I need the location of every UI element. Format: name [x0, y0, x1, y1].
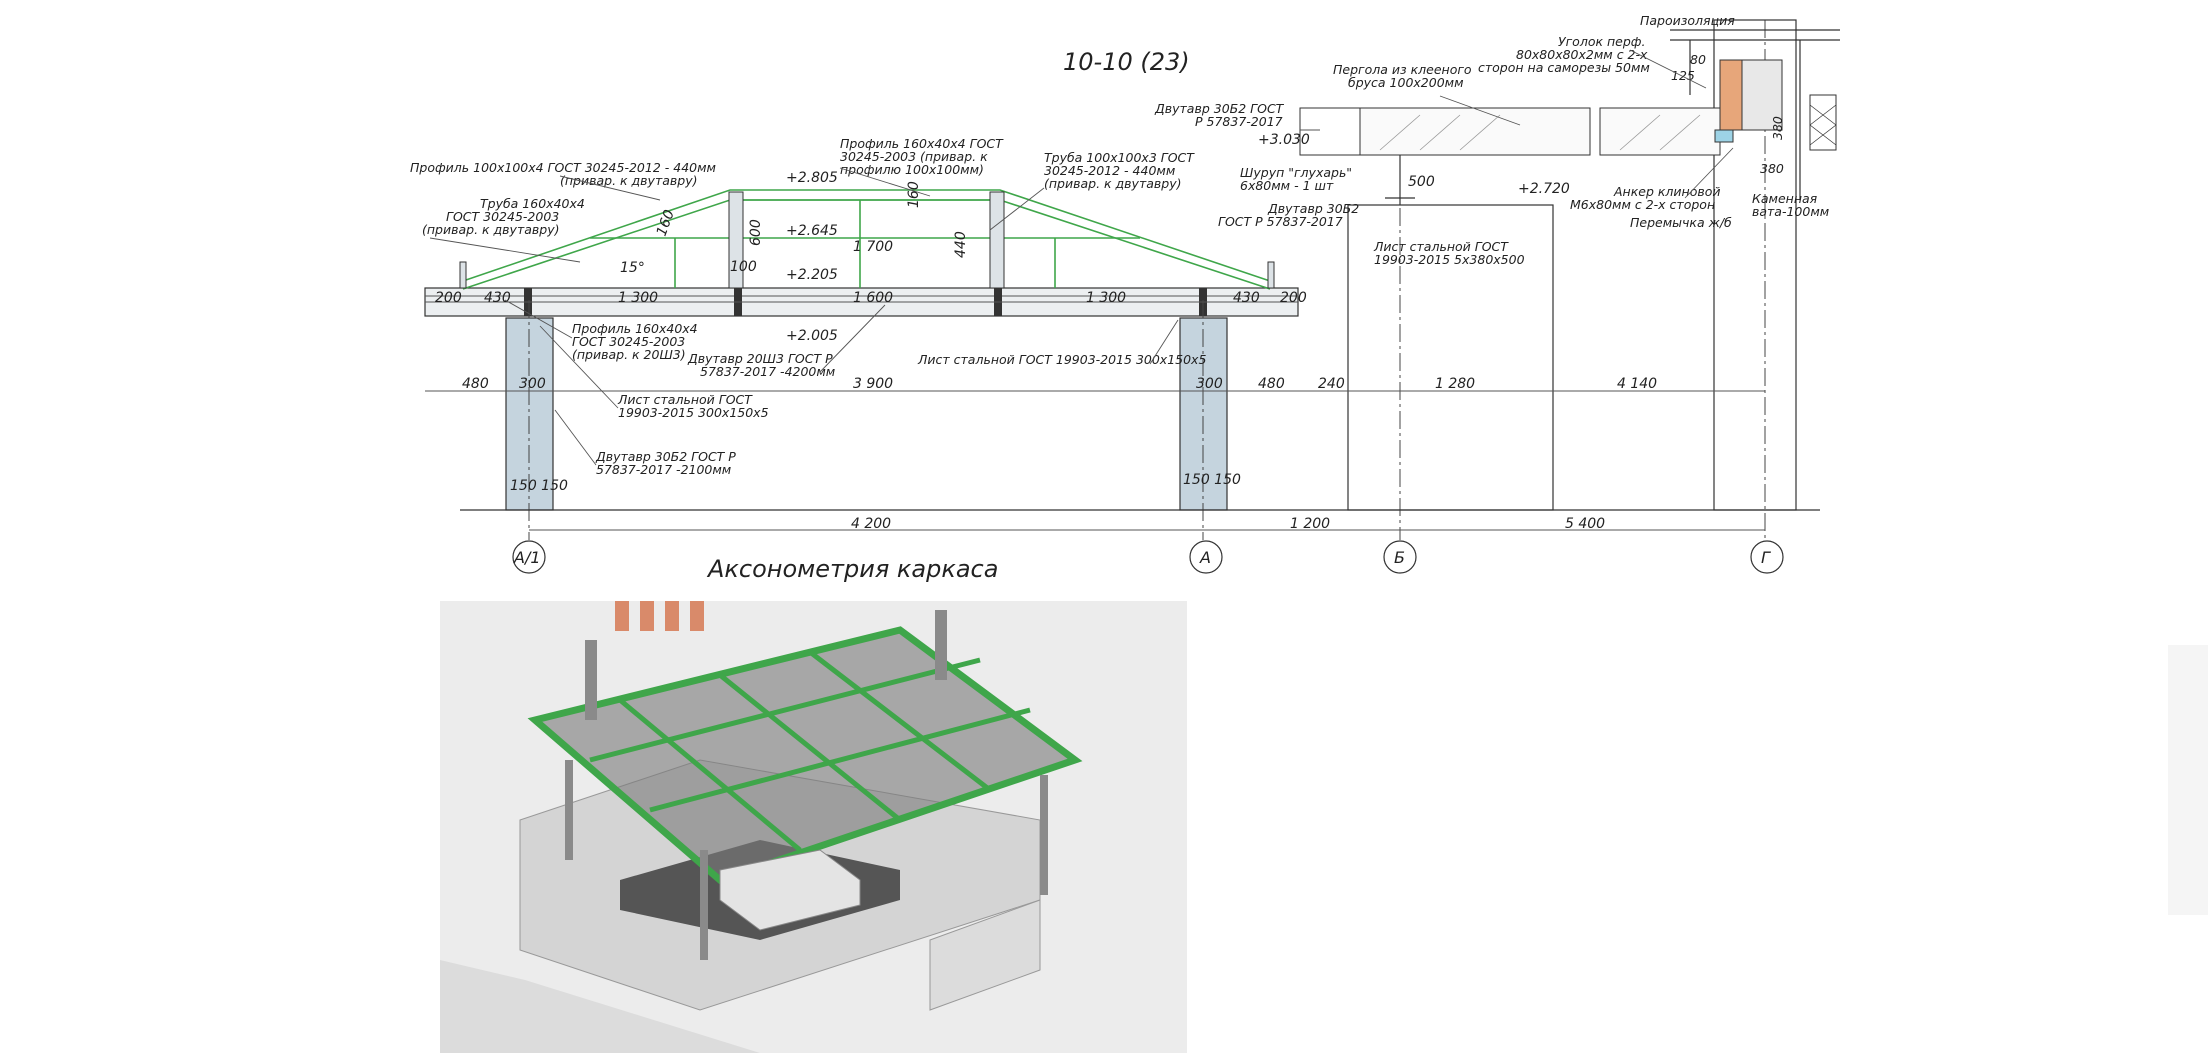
dim-col-a: 150 150 [1183, 472, 1241, 488]
top-dimensions: 200 430 1 300 1 600 1 300 430 200 [435, 290, 1307, 306]
note-16: Пароизоляция [1640, 13, 1735, 28]
columns [460, 19, 1820, 540]
dim-top-1: 200 [435, 290, 462, 306]
level-2205: +2.205 [786, 267, 838, 283]
dim-truss-160a: 160 [906, 181, 922, 208]
axis-b: Б [1394, 548, 1405, 567]
dim-top-6: 430 [1233, 290, 1260, 306]
note-18: Перемычка ж/б [1630, 215, 1732, 230]
dim-top-5: 1 300 [1086, 290, 1126, 306]
dim-truss-160b: 160 [654, 208, 678, 239]
dim-mid-8: 4 140 [1617, 376, 1657, 392]
dim-truss-1700: 1 700 [853, 239, 893, 255]
dim-mid-4: 300 [1196, 376, 1223, 392]
annotations: Профиль 100х100х4 ГОСТ 30245-2012 - 440м… [410, 13, 1829, 477]
level-2805: +2.805 [786, 170, 838, 186]
dim-detail-80: 80 [1690, 52, 1706, 67]
axis-a: А [1199, 548, 1211, 567]
dim-mid-7: 1 280 [1435, 376, 1475, 392]
axis-a1: А/1 [513, 548, 541, 567]
level-marks: +2.805 +2.645 +2.205 +2.005 +3.030 +2.72… [786, 132, 1570, 344]
dim-mid-5: 480 [1258, 376, 1285, 392]
truss-dimensions: 600 100 1 700 440 160 160 15° 500 125 80… [620, 52, 1785, 276]
dim-bottom-1: 4 200 [851, 516, 891, 532]
dim-truss-600: 600 [748, 219, 764, 246]
dim-mid-3: 3 900 [853, 376, 893, 392]
level-2645: +2.645 [786, 223, 838, 239]
dim-pergola-500: 500 [1408, 174, 1435, 190]
dim-truss-100: 100 [730, 259, 757, 275]
pergola-detail [1299, 29, 1840, 205]
axonometry-title: Аксонометрия каркаса [706, 555, 998, 583]
section-title: 10-10 (23) [1063, 48, 1190, 76]
note-12: Шуруп "глухарь"6х80мм - 1 шт [1240, 165, 1352, 193]
dim-top-7: 200 [1280, 290, 1307, 306]
dim-bottom-2: 1 200 [1290, 516, 1330, 532]
note-9: Лист стальной ГОСТ 19903-2015 300х150х5 [917, 352, 1206, 367]
dim-truss-angle: 15° [620, 260, 645, 276]
dim-mid-2: 300 [519, 376, 546, 392]
axonometry-render [440, 601, 2208, 1053]
dim-top-2: 430 [484, 290, 511, 306]
dim-top-3: 1 300 [618, 290, 658, 306]
dim-detail-380b: 380 [1770, 116, 1785, 140]
level-2720: +2.720 [1518, 181, 1570, 197]
dim-mid-1: 480 [462, 376, 489, 392]
dim-truss-440: 440 [953, 231, 969, 258]
level-2005: +2.005 [786, 328, 838, 344]
dim-bottom-3: 5 400 [1565, 516, 1605, 532]
grid-axes: А/1 А Б Г [512, 540, 1784, 574]
axis-g: Г [1761, 548, 1771, 567]
dim-col-a1: 150 150 [510, 478, 568, 494]
bottom-dimensions: 4 200 1 200 5 400 [851, 516, 1605, 532]
mid-dimensions: 480 300 3 900 300 480 240 1 280 4 140 15… [462, 376, 1657, 494]
note-1: Профиль 100х100х4 ГОСТ 30245-2012 - 440м… [410, 160, 716, 188]
dim-top-4: 1 600 [853, 290, 893, 306]
dimension-lines [425, 129, 1765, 531]
leader-lines [429, 49, 1734, 466]
level-3030: +3.030 [1258, 132, 1310, 148]
dim-mid-6: 240 [1318, 376, 1345, 392]
dim-detail-380a: 380 [1760, 161, 1784, 176]
